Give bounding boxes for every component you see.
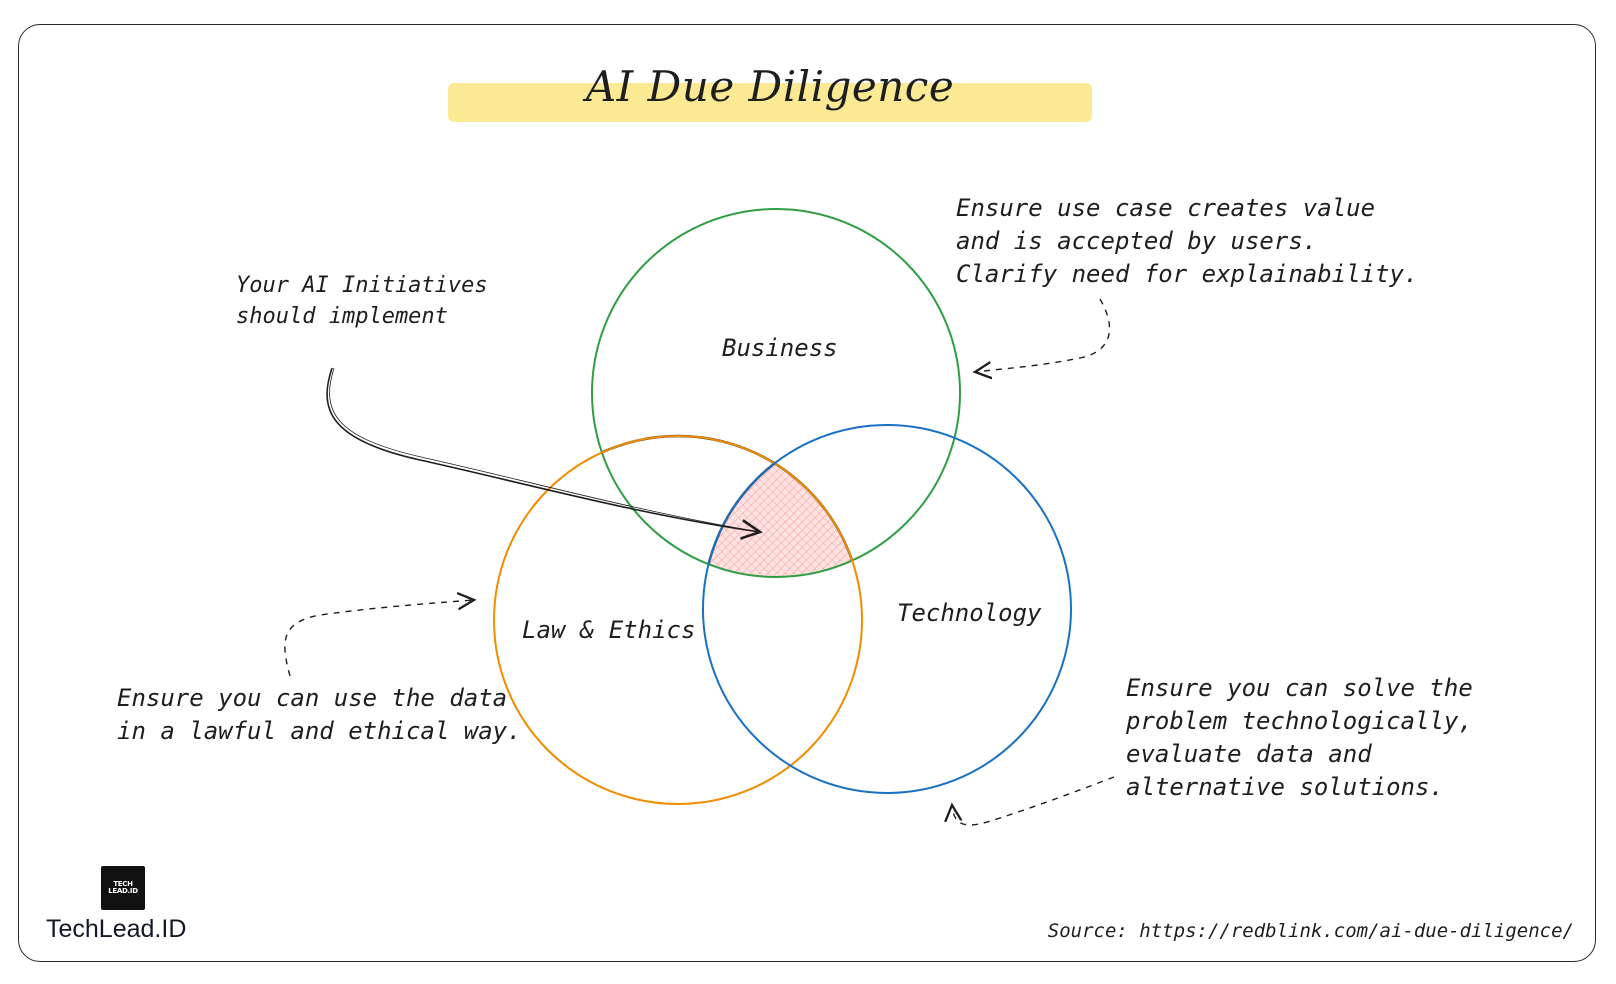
law-ethics-label: Law & Ethics [522, 616, 696, 644]
technology-label: Technology [897, 599, 1042, 627]
law-ethics-note: Ensure you can use the data in a lawful … [117, 684, 522, 745]
law-note-arrow [284, 600, 474, 677]
logo-mark-line1: TECH [113, 880, 133, 888]
technology-note: Ensure you can solve the problem technol… [1126, 674, 1473, 801]
technology-note-arrow [952, 776, 1115, 826]
center-note: Your AI Initiatives should implement [236, 273, 488, 329]
center-pointer-arrow [326, 367, 760, 532]
diagram-title: AI Due Diligence [585, 62, 955, 111]
logo-mark-line2: LEAD.ID [108, 887, 138, 895]
business-note: Ensure use case creates value and is acc… [956, 194, 1419, 288]
techlead-logo: TECH LEAD.ID [101, 866, 145, 910]
source-citation: Source: https://redblink.com/ai-due-dili… [1047, 920, 1574, 942]
business-circle [591, 208, 961, 578]
business-note-arrow [975, 298, 1111, 372]
technology-circle [702, 424, 1072, 794]
brand-name: TechLead.ID [46, 915, 187, 943]
law-ethics-circle [493, 435, 863, 805]
business-label: Business [722, 334, 838, 362]
title-highlight [448, 83, 1092, 122]
